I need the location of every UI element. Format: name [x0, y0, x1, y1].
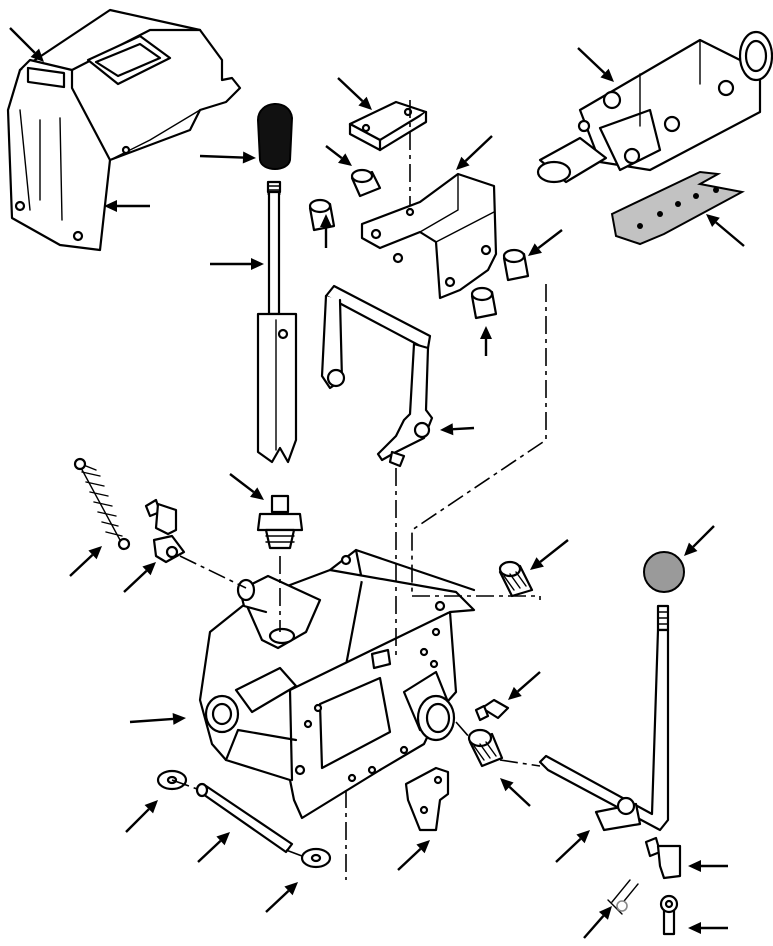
bushing-a	[350, 168, 382, 198]
callout-arrow	[210, 258, 264, 270]
bushing-b	[308, 198, 336, 232]
ball-joint	[644, 836, 682, 880]
top-plate	[348, 100, 428, 210]
neutral-switch	[256, 494, 304, 550]
center-lines	[171, 284, 547, 880]
callout-arrow	[104, 200, 150, 212]
callout-arrow	[688, 922, 728, 934]
callout-arrow	[9, 27, 44, 62]
callout-arrow	[688, 860, 728, 872]
callout-arrows	[9, 27, 745, 939]
callout-arrow	[530, 539, 569, 570]
needle-bearing-lower	[467, 728, 504, 768]
callout-arrow	[125, 800, 158, 833]
callout-arrow	[583, 906, 612, 939]
callout-arrow	[480, 326, 492, 356]
pivot-pin	[195, 782, 294, 854]
callout-arrow	[500, 778, 531, 807]
upper-bracket	[360, 172, 498, 300]
shift-lever	[256, 180, 298, 464]
callout-arrow	[684, 525, 715, 556]
control-valve	[536, 30, 773, 184]
callout-arrow	[199, 151, 256, 164]
callout-arrow	[197, 832, 230, 863]
callout-arrow	[577, 47, 614, 82]
interlock-link	[320, 284, 434, 468]
ball-knob	[643, 551, 685, 593]
eye-bolt	[659, 894, 679, 936]
callout-arrow	[320, 214, 332, 248]
return-spring	[73, 457, 131, 551]
angle-bracket	[404, 766, 450, 832]
clevis-pin	[607, 879, 639, 915]
callout-arrow	[265, 882, 298, 913]
callout-arrow	[129, 712, 186, 725]
callout-arrow	[508, 671, 541, 700]
washer-bottom	[300, 847, 332, 869]
callout-arrow	[706, 214, 745, 247]
console-cover	[6, 8, 242, 252]
callout-arrow	[528, 229, 563, 256]
callout-arrow	[123, 562, 156, 593]
needle-bearing-upper	[498, 560, 534, 598]
shift-knob	[256, 103, 294, 170]
detent-bracket	[144, 498, 186, 564]
callout-arrow	[440, 423, 475, 436]
callout-arrow	[555, 830, 590, 863]
valve-gasket	[610, 170, 745, 246]
callout-arrow	[456, 135, 493, 170]
callout-arrow	[397, 840, 430, 871]
shift-rod	[538, 604, 670, 832]
callout-arrow	[229, 473, 264, 500]
main-frame	[198, 548, 476, 820]
bushing-d	[470, 286, 498, 320]
grease-fitting	[474, 698, 510, 722]
callout-arrow	[337, 77, 372, 110]
bushing-c	[502, 248, 530, 282]
callout-arrow	[69, 546, 102, 577]
callout-arrow	[325, 145, 352, 166]
